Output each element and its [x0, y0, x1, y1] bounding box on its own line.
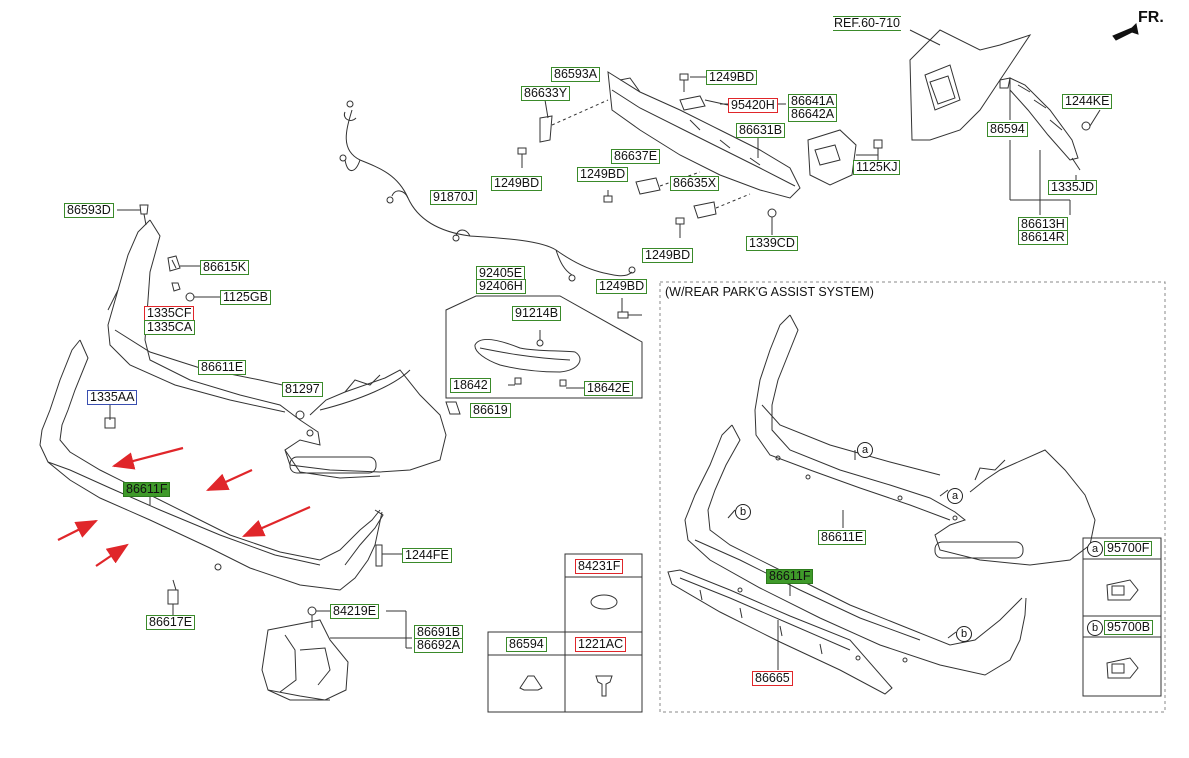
reflector-box: [445, 295, 643, 399]
part-label-86614r[interactable]: 86614R: [1018, 230, 1068, 245]
red-arrows: [57, 446, 311, 567]
part-label-86611e-right[interactable]: 86611E: [818, 530, 867, 545]
part-label-1249bd-lower[interactable]: 1249BD: [642, 248, 694, 263]
callout-b-left: b: [735, 504, 751, 520]
part-label-1335cf[interactable]: 1335CF: [144, 306, 195, 321]
wire-harness: [339, 100, 636, 282]
part-label-18642e[interactable]: 18642E: [584, 381, 634, 396]
red-arrow-2: [205, 468, 253, 492]
part-label-86635x[interactable]: 86635X: [670, 176, 720, 191]
part-label-86593a[interactable]: 86593A: [551, 67, 601, 82]
lower-bumper-left: [39, 339, 384, 591]
sensor-label-95700f[interactable]: 95700F: [1104, 541, 1153, 556]
red-arrow-3: [241, 505, 311, 538]
table-label-1221ac[interactable]: 1221AC: [575, 637, 627, 652]
part-label-86633y[interactable]: 86633Y: [521, 86, 571, 101]
part-label-86615k[interactable]: 86615K: [200, 260, 250, 275]
callout-a-lower: a: [947, 488, 963, 504]
part-label-86611e[interactable]: 86611E: [198, 360, 247, 375]
mud-guard: [261, 606, 412, 701]
part-label-81297[interactable]: 81297: [282, 382, 323, 397]
part-label-1244ke[interactable]: 1244KE: [1062, 94, 1113, 109]
red-arrow-1: [111, 446, 184, 470]
part-label-1339cd[interactable]: 1339CD: [746, 236, 798, 251]
part-label-86692a[interactable]: 86692A: [414, 638, 464, 653]
part-label-1335jd[interactable]: 1335JD: [1048, 180, 1098, 195]
part-label-86611f[interactable]: 86611F: [123, 482, 171, 497]
parts-table: [487, 553, 643, 713]
callout-b-right: b: [956, 626, 972, 642]
red-arrow-5: [95, 543, 129, 567]
part-label-1335ca[interactable]: 1335CA: [144, 320, 196, 335]
part-label-86691b[interactable]: 86691B: [414, 625, 464, 640]
red-arrow-4: [57, 520, 98, 541]
part-label-91870j[interactable]: 91870J: [430, 190, 478, 205]
part-label-1125gb[interactable]: 1125GB: [220, 290, 271, 305]
sensor-callout-a: a: [1087, 541, 1103, 557]
front-orientation-label: FR.: [1138, 9, 1164, 26]
part-label-1335aa[interactable]: 1335AA: [87, 390, 138, 405]
part-label-95420h[interactable]: 95420H: [728, 98, 778, 113]
bumper-cover-right: [754, 314, 1096, 566]
part-label-86665[interactable]: 86665: [752, 671, 793, 686]
bracket-86615k: [117, 204, 220, 302]
part-label-86619[interactable]: 86619: [470, 403, 511, 418]
section-title: (W/REAR PARK'G ASSIST SYSTEM): [665, 285, 874, 299]
lower-bumper-right: [684, 424, 1027, 676]
sensor-table: [1082, 537, 1162, 697]
part-label-86617e[interactable]: 86617E: [146, 615, 196, 630]
reference-label[interactable]: REF.60-710: [833, 16, 902, 31]
part-label-1249bd-left[interactable]: 1249BD: [491, 176, 543, 191]
part-label-86593d[interactable]: 86593D: [64, 203, 114, 218]
part-label-91214b[interactable]: 91214B: [512, 306, 562, 321]
part-label-1249bd-reflector[interactable]: 1249BD: [596, 279, 648, 294]
diffuser: [667, 569, 893, 695]
part-label-86637e[interactable]: 86637E: [611, 149, 661, 164]
part-label-86594-top[interactable]: 86594: [987, 122, 1028, 137]
part-label-1249bd-top[interactable]: 1249BD: [706, 70, 758, 85]
part-label-86642a[interactable]: 86642A: [788, 107, 838, 122]
part-label-18642[interactable]: 18642: [450, 378, 491, 393]
part-label-1249bd-mid[interactable]: 1249BD: [577, 167, 629, 182]
part-label-92406h[interactable]: 92406H: [476, 279, 526, 294]
part-label-1244fe[interactable]: 1244FE: [402, 548, 452, 563]
part-label-84219e[interactable]: 84219E: [330, 604, 380, 619]
sensor-label-95700b[interactable]: 95700B: [1104, 620, 1154, 635]
part-label-86611f-right[interactable]: 86611F: [766, 569, 814, 584]
table-label-86594[interactable]: 86594: [506, 637, 547, 652]
bumper-cover-left: [107, 219, 447, 479]
table-label-84231f[interactable]: 84231F: [575, 559, 624, 574]
body-panel-ref: [909, 29, 1101, 215]
callout-a-upper: a: [857, 442, 873, 458]
part-label-1125kj[interactable]: 1125KJ: [853, 160, 901, 175]
sensor-callout-b: b: [1087, 620, 1103, 636]
part-label-86631b[interactable]: 86631B: [736, 123, 786, 138]
